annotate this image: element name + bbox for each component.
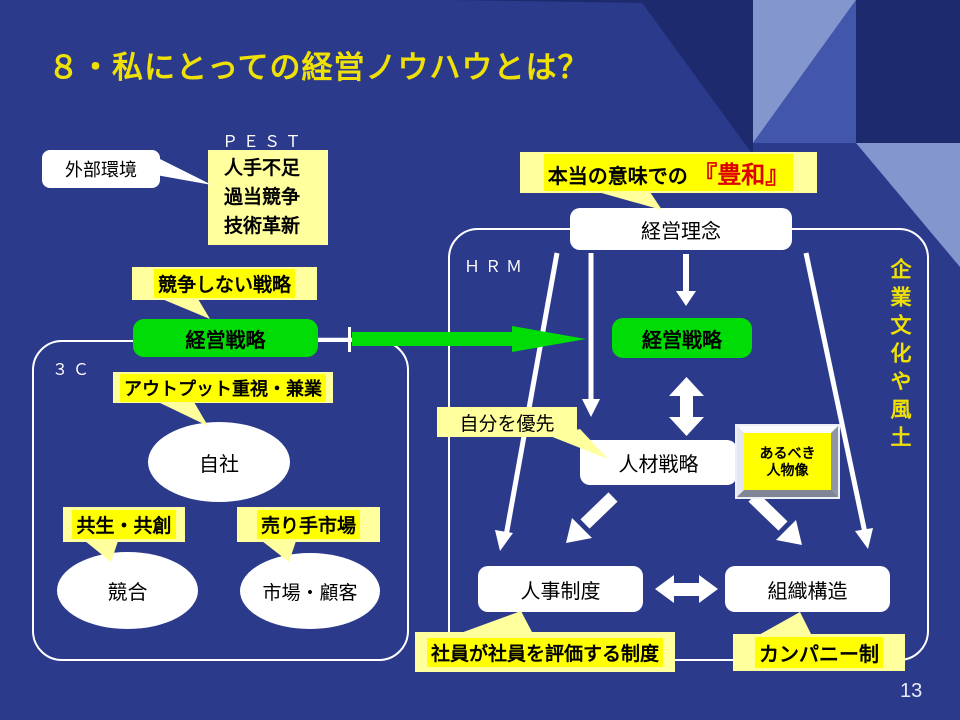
symbiosis-text: 共生・共創 bbox=[72, 510, 176, 539]
company-system-text: カンパニー制 bbox=[755, 637, 883, 668]
pest-factor-line: 過当競争 bbox=[224, 187, 301, 208]
ideal-person-line: 人物像 bbox=[766, 461, 809, 478]
org-structure-box: 組織構造 bbox=[725, 566, 890, 612]
hrm-label: ＨＲＭ bbox=[464, 259, 528, 276]
corporate-culture-vertical-label: 企業文化や風土 bbox=[888, 258, 911, 454]
sellers-market-callout: 売り手市場 bbox=[237, 507, 380, 542]
company-system-callout: カンパニー制 bbox=[733, 634, 905, 671]
true-meaning-callout: 本当の意味での 『豊和』 bbox=[520, 152, 817, 193]
hr-strategy-box: 人材戦略 bbox=[580, 440, 737, 485]
competitors-ellipse: 競合 bbox=[57, 552, 198, 629]
pest-label: ＰＥＳＴ bbox=[222, 134, 307, 151]
external-env-tail bbox=[156, 157, 212, 185]
no-compete-callout: 競争しない戦略 bbox=[132, 267, 317, 300]
ideal-person-line: あるべき bbox=[759, 444, 816, 461]
pest-factor-line: 技術革新 bbox=[224, 216, 301, 237]
no-compete-text: 競争しない戦略 bbox=[153, 269, 295, 298]
management-philosophy-box: 経営理念 bbox=[570, 208, 792, 250]
howa-accent-text: 『豊和』 bbox=[693, 162, 790, 189]
symbiosis-callout: 共生・共創 bbox=[63, 507, 185, 542]
output-focus-callout: アウトプット重視・兼業 bbox=[113, 372, 333, 403]
own-company-ellipse: 自社 bbox=[148, 422, 290, 502]
pest-factors-box: 人手不足 過当競争 技術革新 bbox=[208, 150, 328, 245]
market-customers-ellipse: 市場・顧客 bbox=[240, 553, 380, 629]
slide-title: ８・私にとっての経営ノウハウとは？ bbox=[48, 50, 590, 85]
sellers-market-text: 売り手市場 bbox=[256, 510, 360, 539]
external-environment-box: 外部環境 bbox=[42, 150, 160, 188]
no-compete-tail bbox=[162, 299, 210, 319]
peer-evaluation-text: 社員が社員を評価する制度 bbox=[426, 637, 663, 667]
true-meaning-text: 本当の意味での 『豊和』 bbox=[543, 154, 794, 191]
management-strategy-right-box: 経営戦略 bbox=[612, 318, 752, 358]
peer-evaluation-callout: 社員が社員を評価する制度 bbox=[415, 632, 675, 672]
page-number: 13 bbox=[900, 680, 923, 702]
pest-factor-line: 人手不足 bbox=[224, 158, 301, 179]
three-c-label: ３Ｃ bbox=[52, 362, 95, 379]
self-first-callout: 自分を優先 bbox=[437, 407, 577, 437]
ideal-person-box: あるべき 人物像 bbox=[737, 426, 838, 497]
hr-system-box: 人事制度 bbox=[478, 566, 643, 612]
management-strategy-left-box: 経営戦略 bbox=[133, 319, 318, 357]
output-focus-text: アウトプット重視・兼業 bbox=[120, 373, 326, 402]
